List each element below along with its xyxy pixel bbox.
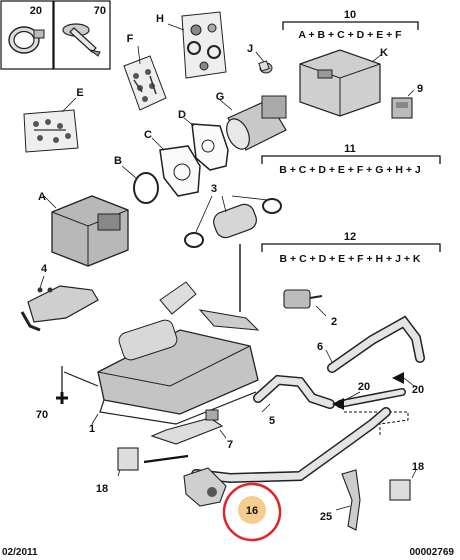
part-16-long-pipe	[183, 407, 391, 507]
part-k-control-unit	[299, 49, 383, 117]
callout-b: B	[114, 155, 122, 167]
footer-date: 02/2011	[2, 547, 38, 558]
inset-label-70: 70	[94, 5, 106, 17]
highlight-callout-16: 16	[222, 482, 282, 542]
part-5-hose	[253, 374, 335, 413]
footer-reference: 00002769	[409, 547, 455, 558]
kit-12: 12 B + C + D + E + F + H + J + K	[261, 231, 441, 265]
kit-code-10: 10	[344, 9, 356, 21]
part-4-silencer	[20, 275, 99, 332]
callout-g: G	[216, 91, 225, 103]
callout-20-right: 20	[412, 384, 424, 396]
part-h-hardware-bag	[167, 11, 227, 79]
push-rivet-icon	[62, 23, 101, 57]
callout-16: 16	[246, 505, 258, 517]
kit-formula-12: B + C + D + E + F + H + J + K	[280, 253, 421, 265]
kit-11: 11 B + C + D + E + F + G + H + J	[261, 143, 441, 176]
highlight-badge	[238, 496, 266, 524]
main-heater-assembly	[63, 281, 260, 425]
callout-d: D	[178, 109, 186, 121]
callout-4: 4	[41, 263, 48, 275]
callout-70: 70	[36, 409, 48, 421]
callout-k: K	[380, 47, 388, 59]
callout-e: E	[76, 87, 83, 99]
part-c-gasket	[151, 137, 201, 197]
kit-code-11: 11	[344, 143, 356, 155]
part-g-burner	[219, 95, 287, 151]
part-2-fuel-pump	[283, 289, 327, 317]
part-7-connector	[150, 409, 227, 445]
callout-c: C	[144, 129, 152, 141]
part-6-hose	[325, 315, 425, 373]
callout-7: 7	[227, 439, 233, 451]
part-18-bracket-left	[117, 447, 189, 477]
callout-j: J	[247, 43, 253, 55]
part-b-oring	[121, 165, 159, 204]
highlight-ring	[222, 482, 282, 542]
callout-2: 2	[331, 316, 337, 328]
callout-6: 6	[317, 341, 323, 353]
callout-5: 5	[269, 415, 275, 427]
callout-3: 3	[211, 183, 217, 195]
part-18-bracket-right	[389, 469, 417, 501]
part-e-hardware-bag	[23, 97, 79, 153]
inset-box-70: 70	[53, 0, 111, 70]
hose-clamp-icon	[8, 26, 45, 54]
part-a-heater-unit	[43, 195, 129, 267]
callout-9: 9	[417, 83, 423, 95]
callout-h: H	[156, 13, 164, 25]
kit-formula-11: B + C + D + E + F + G + H + J	[279, 164, 421, 176]
kit-formula-10: A + B + C + D + E + F	[298, 29, 402, 41]
part-9-relay	[391, 89, 415, 119]
kit-10: 10 A + B + C + D + E + F	[282, 9, 419, 41]
callout-18-left: 18	[96, 483, 108, 495]
part-j-grommet	[255, 51, 273, 74]
part-20-clamps	[332, 372, 415, 436]
callout-18-right: 18	[412, 461, 424, 473]
callout-1: 1	[89, 423, 95, 435]
part-70-fastener	[56, 392, 68, 404]
inset-label-20: 20	[30, 5, 42, 17]
callout-25: 25	[320, 511, 332, 523]
callout-20-left: 20	[358, 381, 370, 393]
part-3-pipe-clamps	[184, 195, 282, 248]
callout-f: F	[127, 33, 134, 45]
part-25-bracket	[335, 469, 361, 531]
inset-box-20: 20	[0, 0, 54, 70]
kit-code-12: 12	[344, 231, 356, 243]
part-f-hardware-bag	[123, 45, 167, 111]
callout-a: A	[38, 191, 46, 203]
